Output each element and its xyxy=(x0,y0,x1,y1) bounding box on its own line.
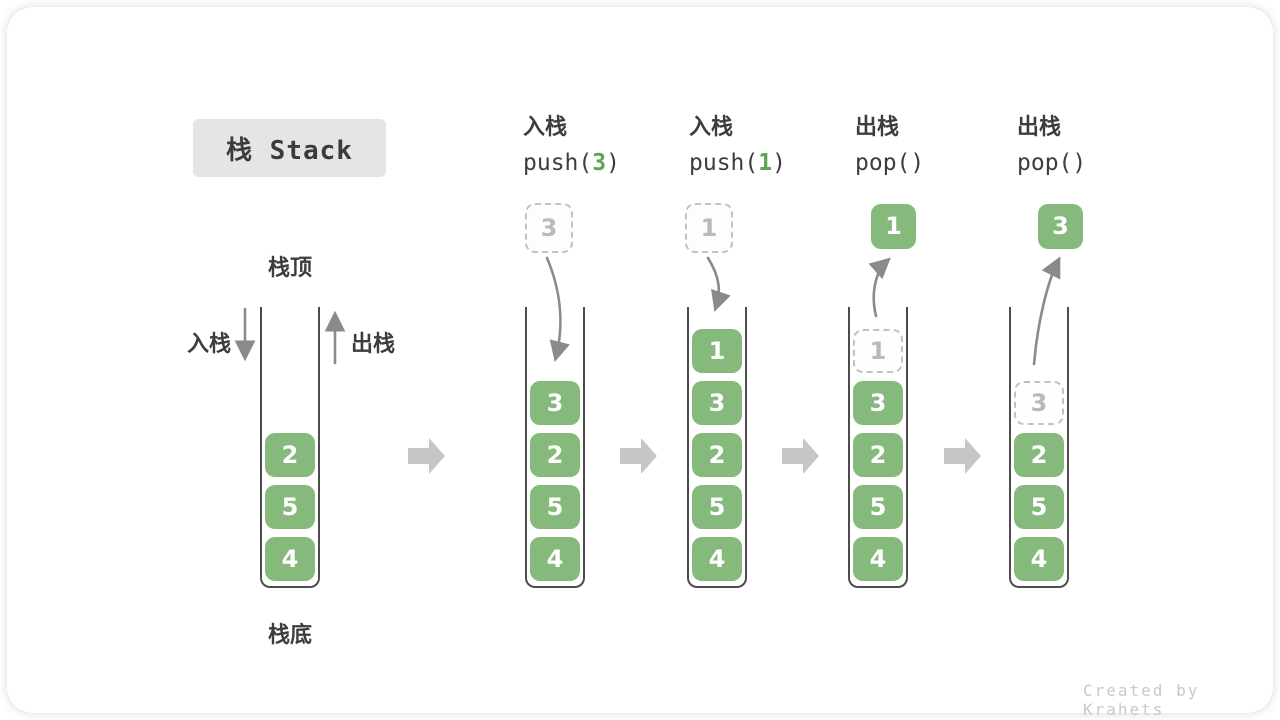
push-1-arrow-icon xyxy=(706,256,731,312)
step-arrow-icon xyxy=(620,438,657,474)
code-arg: 1 xyxy=(758,150,773,176)
popped-element: 3 xyxy=(1038,204,1083,249)
stack-element: 2 xyxy=(692,433,742,477)
stack-element: 5 xyxy=(692,485,742,529)
incoming-element-dashed: 3 xyxy=(525,203,573,253)
op-label: 出栈 xyxy=(855,115,900,140)
figure-title-box: 栈 Stack xyxy=(193,119,386,177)
push-side-label: 入栈 xyxy=(187,332,232,357)
stack-element: 5 xyxy=(1014,485,1064,529)
stack-element: 3 xyxy=(692,381,742,425)
op-label: 入栈 xyxy=(689,115,734,140)
op-code: push(1) xyxy=(689,149,859,177)
op-code: pop() xyxy=(855,149,1025,177)
code-pre: push( xyxy=(689,150,759,176)
op-header-push-3: 入栈 push(3) xyxy=(523,115,693,177)
op-header-pop-1: 出栈 pop() xyxy=(855,115,1025,177)
stack-element: 2 xyxy=(1014,433,1064,477)
stack-element: 4 xyxy=(853,537,903,581)
stack-element: 4 xyxy=(530,537,580,581)
op-label: 入栈 xyxy=(523,115,568,140)
removed-slot-dashed: 1 xyxy=(853,329,903,373)
stack-bottom-label: 栈底 xyxy=(267,623,312,648)
removed-slot-dashed: 3 xyxy=(1014,381,1064,425)
stack-element: 4 xyxy=(1014,537,1064,581)
pop-side-label: 出栈 xyxy=(351,332,396,357)
code-pre: push( xyxy=(523,150,593,176)
stack-element: 5 xyxy=(530,485,580,529)
code-pre: pop() xyxy=(855,150,925,176)
op-label: 出栈 xyxy=(1017,115,1062,140)
stack-element: 5 xyxy=(853,485,903,529)
stack-element: 2 xyxy=(265,433,315,477)
op-code: pop() xyxy=(1017,149,1187,177)
stack-element: 2 xyxy=(530,433,580,477)
op-header-push-1: 入栈 push(1) xyxy=(689,115,859,177)
code-pre: pop() xyxy=(1017,150,1087,176)
stack-element: 3 xyxy=(530,381,580,425)
step-arrow-icon xyxy=(782,438,819,474)
incoming-element-dashed: 1 xyxy=(685,203,733,253)
stack-element: 2 xyxy=(853,433,903,477)
watermark: Created by Krahets xyxy=(1083,681,1200,719)
step-arrow-icon xyxy=(944,438,981,474)
stack-top-label: 栈顶 xyxy=(267,256,312,281)
arrows-overlay xyxy=(234,256,1061,474)
code-arg: 3 xyxy=(592,150,607,176)
op-header-pop-2: 出栈 pop() xyxy=(1017,115,1187,177)
step-arrow-icon xyxy=(408,438,445,474)
op-code: push(3) xyxy=(523,149,693,177)
code-post: ) xyxy=(772,150,786,176)
stack-element: 4 xyxy=(265,537,315,581)
figure-title: 栈 Stack xyxy=(226,135,353,166)
stack-element: 5 xyxy=(265,485,315,529)
stack-element: 3 xyxy=(853,381,903,425)
stack-element: 4 xyxy=(692,537,742,581)
stack-element: 1 xyxy=(692,329,742,373)
card: 栈 Stack 入栈 push(3) 入栈 push(1) 出栈 pop() 出… xyxy=(7,7,1273,719)
popped-element: 1 xyxy=(871,204,916,249)
code-post: ) xyxy=(606,150,620,176)
